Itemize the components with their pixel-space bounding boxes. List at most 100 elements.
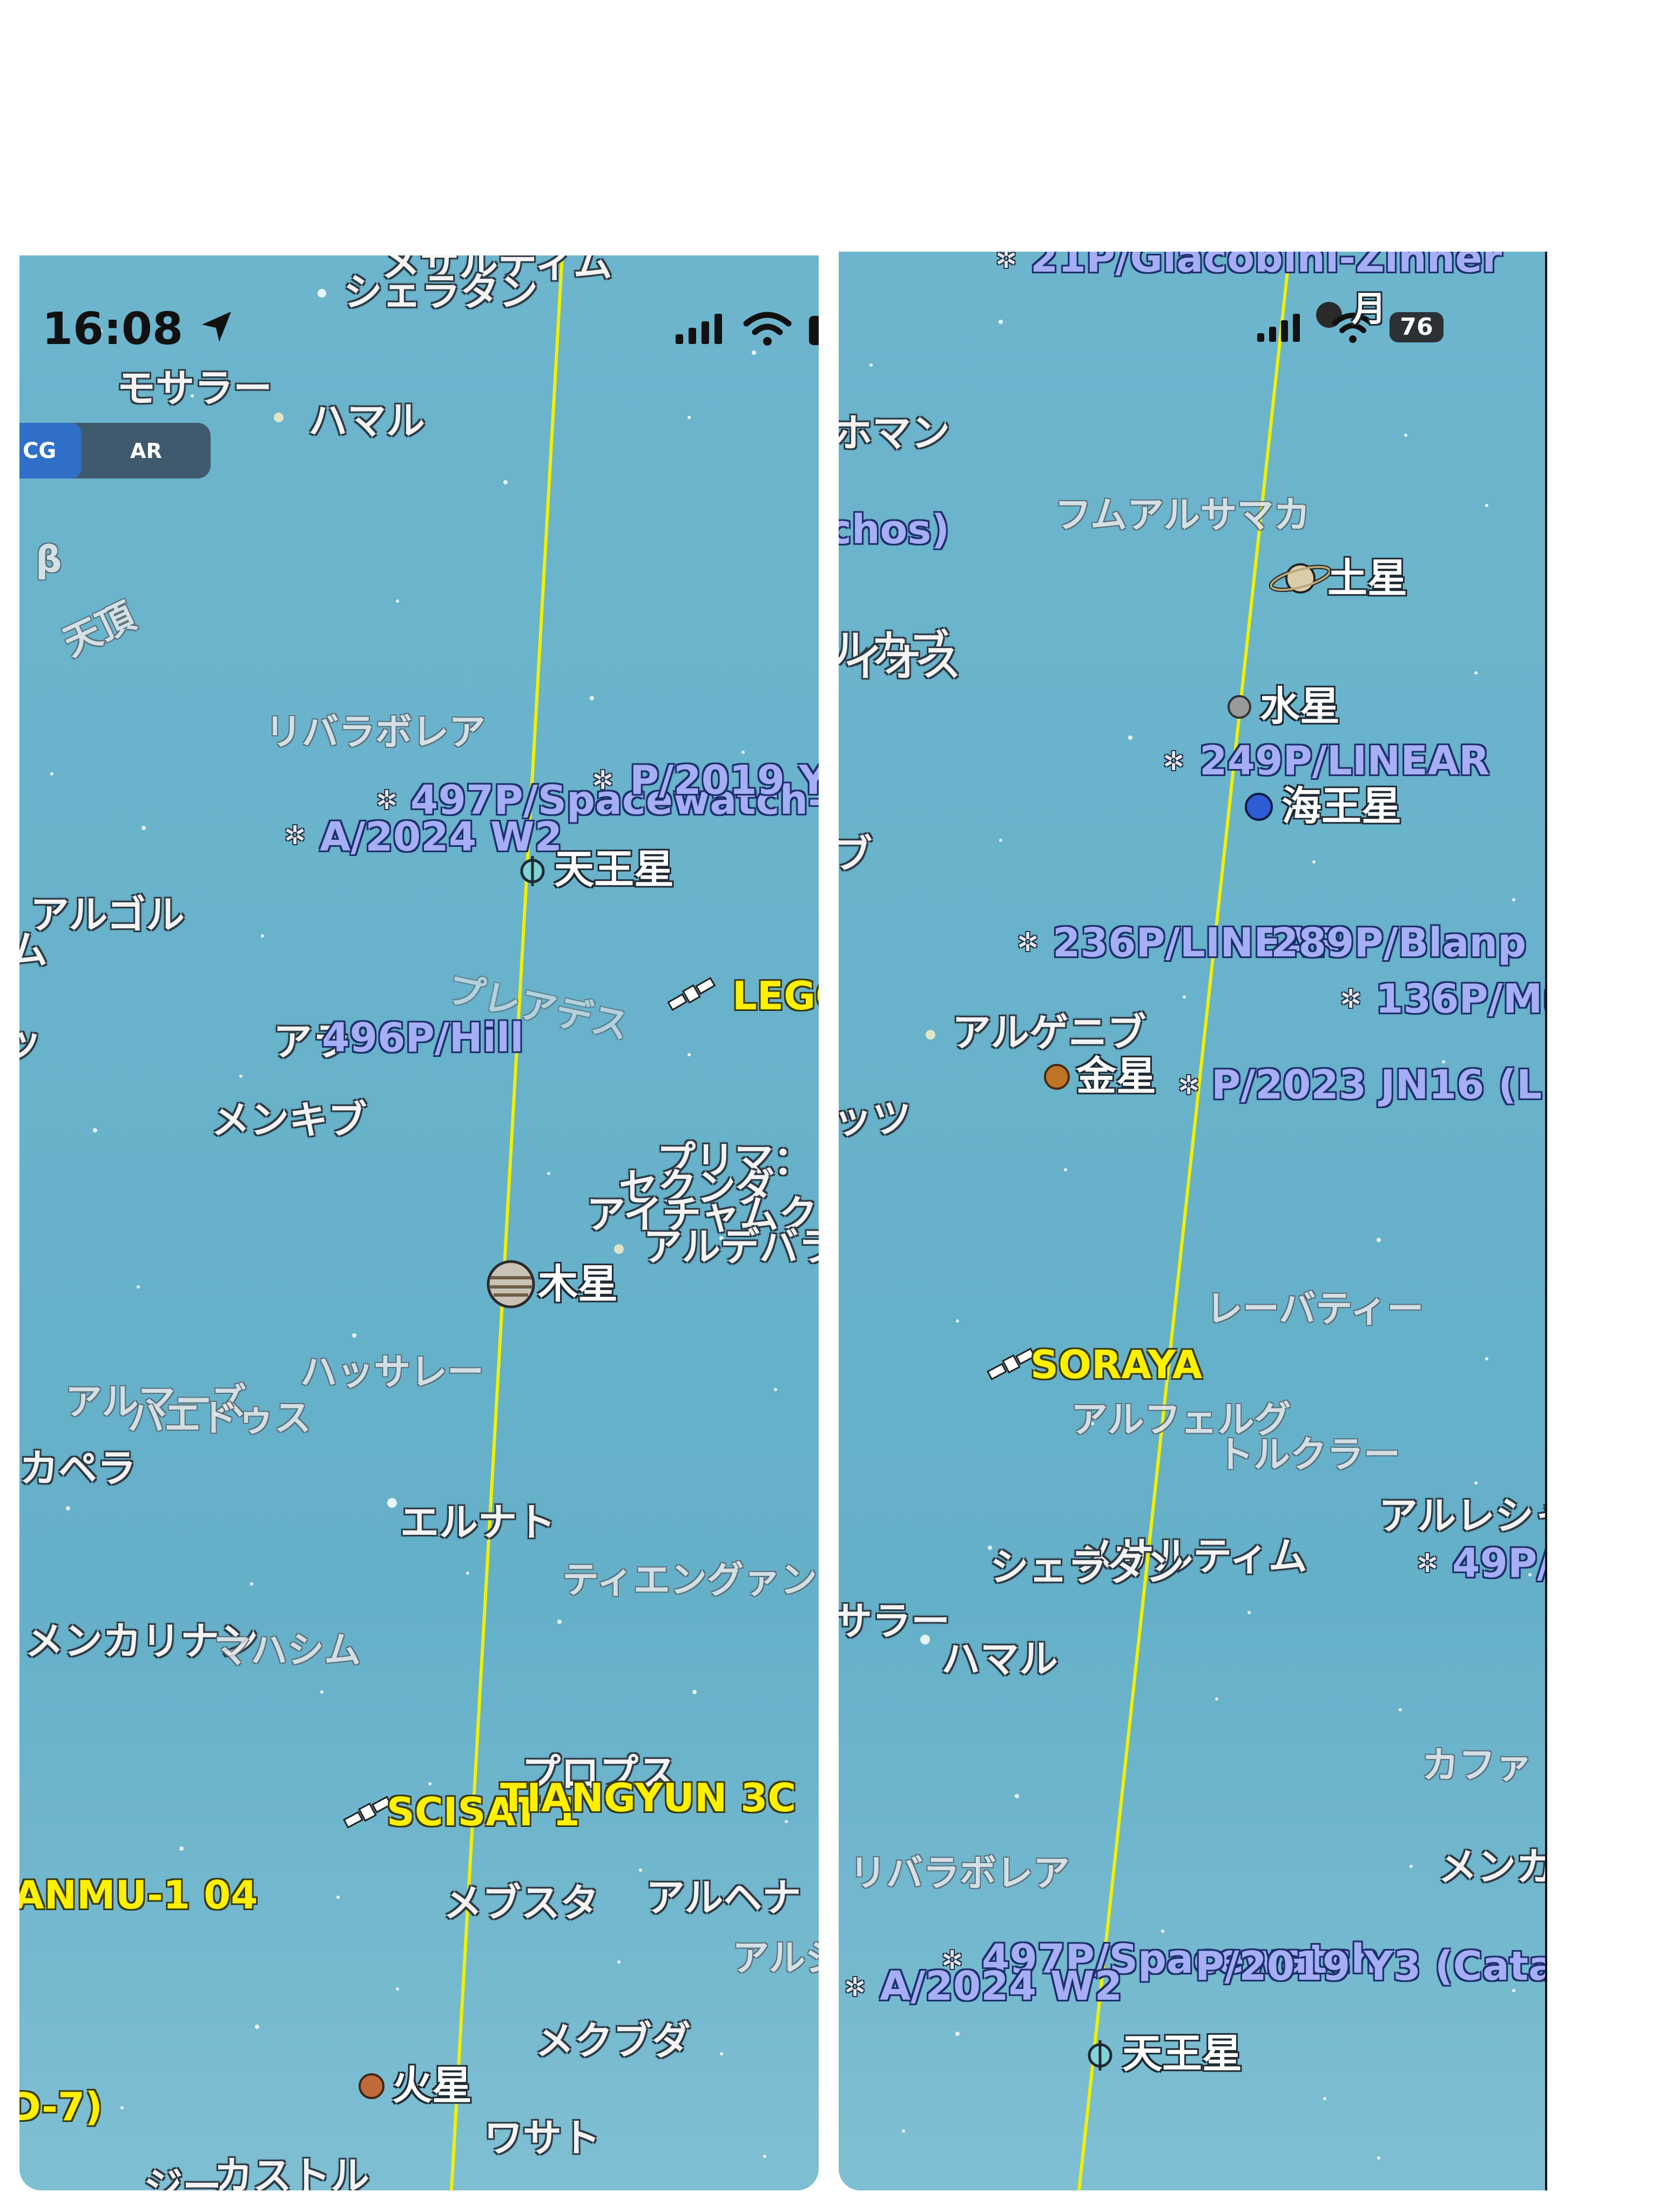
satellite-label-tianyun[interactable]: TIANGYUN 3C [500,1775,797,1820]
star-label-haedus[interactable]: ハエドゥス [127,1397,312,1440]
planet-label-mercury[interactable]: 水星 [1260,683,1340,730]
star-label-fumalsamakah[interactable]: フムアルサマカ [1055,494,1311,537]
satellite-label-lego[interactable]: LEGO [732,973,819,1019]
star-label-mesartim[interactable]: メサルティム [1076,1534,1307,1579]
star-label-lepaditi[interactable]: レーバティー [1206,1288,1424,1331]
star-label-wasat[interactable]: ワサト [484,2115,601,2161]
star-label-rivara[interactable]: リバラボレア [849,1852,1070,1895]
comet-label-136p[interactable]: 136P/Mu [1375,976,1545,1022]
star-label-torkulaa[interactable]: トルクラー [1217,1434,1401,1476]
planet-label-uranus[interactable]: 天王星 [554,846,674,893]
comet-marker-icon: ✲ [1178,1070,1200,1101]
star-label-menkib[interactable]: メンキブ [211,1097,367,1143]
star-label-sekunda[interactable]: セクンダ [619,1165,775,1210]
star-label-alhena[interactable]: アルヘナ [646,1875,801,1920]
star-label-tianguan[interactable]: ティエングァン [562,1559,817,1602]
satellite-label-tianmu[interactable]: ANMU-1 04 [19,1872,258,1918]
sky-map-right[interactable]: 76 月 ✲ 21P/Giacobini-Zinner ✲ 249P/LINEA… [839,252,1547,2190]
star-label-aichamuk[interactable]: アイチャムク [586,1192,818,1237]
comet-label-21p[interactable]: 21P/Giacobini-Zinner [1030,252,1502,281]
star-label-mekbuda[interactable]: メクブダ [535,2018,691,2063]
star-label-aldebaran[interactable]: アルデバラ [643,1224,819,1270]
comet-label-497p[interactable]: 497P/Spacewatch [982,1936,1380,1982]
satellite-label-soraya[interactable]: SORAYA [1030,1342,1203,1387]
star-label-castor[interactable]: カストル [214,2153,370,2190]
comet-label-249p[interactable]: 249P/LINEAR [1199,738,1490,784]
comet-label-p2019[interactable]: P/2019 Y [630,757,819,804]
battery-indicator: 76 [1390,312,1444,342]
planet-label-uranus[interactable]: 天王星 [1122,2031,1242,2077]
satellite-label-d7[interactable]: D-7) [19,2084,103,2129]
star-label-mebsuta[interactable]: メブスタ [443,1880,599,1926]
comet-marker-icon: ✲ [284,820,306,851]
comet-label-a2024[interactable]: A/2024 W2 [320,814,563,860]
comet-label-p2023[interactable]: P/2023 JN16 (L [1211,1062,1542,1108]
star-label-elnath[interactable]: エルナト [400,1500,556,1545]
comet-label-236p[interactable]: 236P/LINEAR [1053,920,1343,966]
comet-marker-icon: ✲ [844,1972,866,2002]
star-label-alresha[interactable]: アルレシャ [1379,1493,1545,1539]
star-label-algenib[interactable]: アルゲニブ [952,1010,1147,1055]
star-label-alp[interactable]: アラ [273,1019,352,1064]
planet-label-neptune[interactable]: 海王星 [1282,783,1401,830]
comet-label-497p[interactable]: 497P/Spacewatch- [410,777,819,824]
star-label-sheratan[interactable]: シェラタン [990,1545,1185,1590]
star-label-mosaraa[interactable]: モサラー [117,366,273,411]
star-label-prima[interactable]: プリマ： [657,1138,813,1183]
satellite-scisat-icon [342,1796,392,1829]
star-label-capella[interactable]: カペラ [19,1446,137,1491]
planet-label-mars[interactable]: 火星 [392,2062,472,2109]
star-label-hamal[interactable]: ハマル [941,1636,1058,1682]
star-label-bu[interactable]: ブ [839,835,872,874]
star-label-algol[interactable]: アルゴル [30,892,185,938]
star-label-hoaman[interactable]: ホマン [839,410,950,456]
star-label-hassaleh[interactable]: ハッサレー [300,1351,484,1394]
star-label-alkaps[interactable]: ルカブ [839,626,949,672]
comet-marker-icon: ✲ [941,1945,963,1975]
star-label-mahasim[interactable]: マハシム [214,1629,361,1672]
star-label-sheratan[interactable]: シェラタン [343,269,538,315]
star-label-edge[interactable]: ッ [19,1019,43,1064]
ar-mode-button[interactable]: AR [130,439,162,463]
star-label-mu[interactable]: ム [19,927,48,973]
comet-label-496p[interactable]: 496P/Hill [322,1015,524,1061]
star-label-propus[interactable]: プロプス [522,1751,678,1796]
planet-label-jupiter[interactable]: 木星 [538,1261,618,1307]
star-label-ttsu[interactable]: ッツ [839,1096,912,1142]
sky-map-left[interactable]: 16:08 CG AR メサルティム シェラタン モサラー ハマル β 天頂 リ… [19,255,819,2190]
star-label-menkalinan[interactable]: メンカリナン [25,1618,259,1664]
ecliptic-line [450,255,564,2190]
satellite-lego-icon [667,977,716,1011]
ecliptic-line [1077,252,1291,2190]
cg-ar-toggle[interactable]: CG AR [19,423,211,478]
planet-label-venus[interactable]: 金星 [1076,1053,1156,1100]
star-label-saraa[interactable]: サラー [839,1599,950,1644]
comet-marker-icon: ✲ [1163,746,1185,777]
comet-label-chos[interactable]: chos) [839,507,950,553]
star-label-kafa[interactable]: カファ [1422,1744,1533,1787]
star-label-aisu[interactable]: イオス [844,640,961,685]
planet-label-saturn[interactable]: 土星 [1327,555,1407,602]
star-label-almaaz[interactable]: アルマーズ [65,1381,247,1424]
comet-label-289p[interactable]: 289P/Blanp [1271,920,1527,966]
comet-label-49p[interactable]: 49P/ [1452,1540,1547,1587]
cellular-signal-icon [1257,314,1300,342]
star-label-rivara[interactable]: リバラボレア [265,711,486,754]
star-label-alfeluga[interactable]: アルフェルグ [1071,1399,1291,1441]
star-label-alzirr[interactable]: アルジ [732,1937,819,1980]
star-label-jii[interactable]: ジー [144,2164,222,2190]
status-time: 16:08 [42,304,184,355]
star-label-mesartim[interactable]: メサルティム [381,255,612,286]
satellite-label-scisat[interactable]: SCISAT 1 [387,1789,580,1835]
uranus-planet-icon [1088,2040,1112,2071]
star-label-hamal[interactable]: ハマル [308,398,426,443]
comet-label-a2024[interactable]: A/2024 W2 [880,1963,1123,2009]
location-arrow-icon [202,312,231,342]
moon-label[interactable]: 月 [1352,289,1386,329]
star-field [50,289,788,2158]
comet-label-p2019[interactable]: P/2019 Y3 (Cata [1195,1943,1547,1990]
sky-background-right [869,252,1532,2190]
uranus-planet-icon [520,856,545,886]
cg-mode-button[interactable]: CG [19,423,82,478]
star-label-menka[interactable]: メンカ [1438,1844,1547,1890]
